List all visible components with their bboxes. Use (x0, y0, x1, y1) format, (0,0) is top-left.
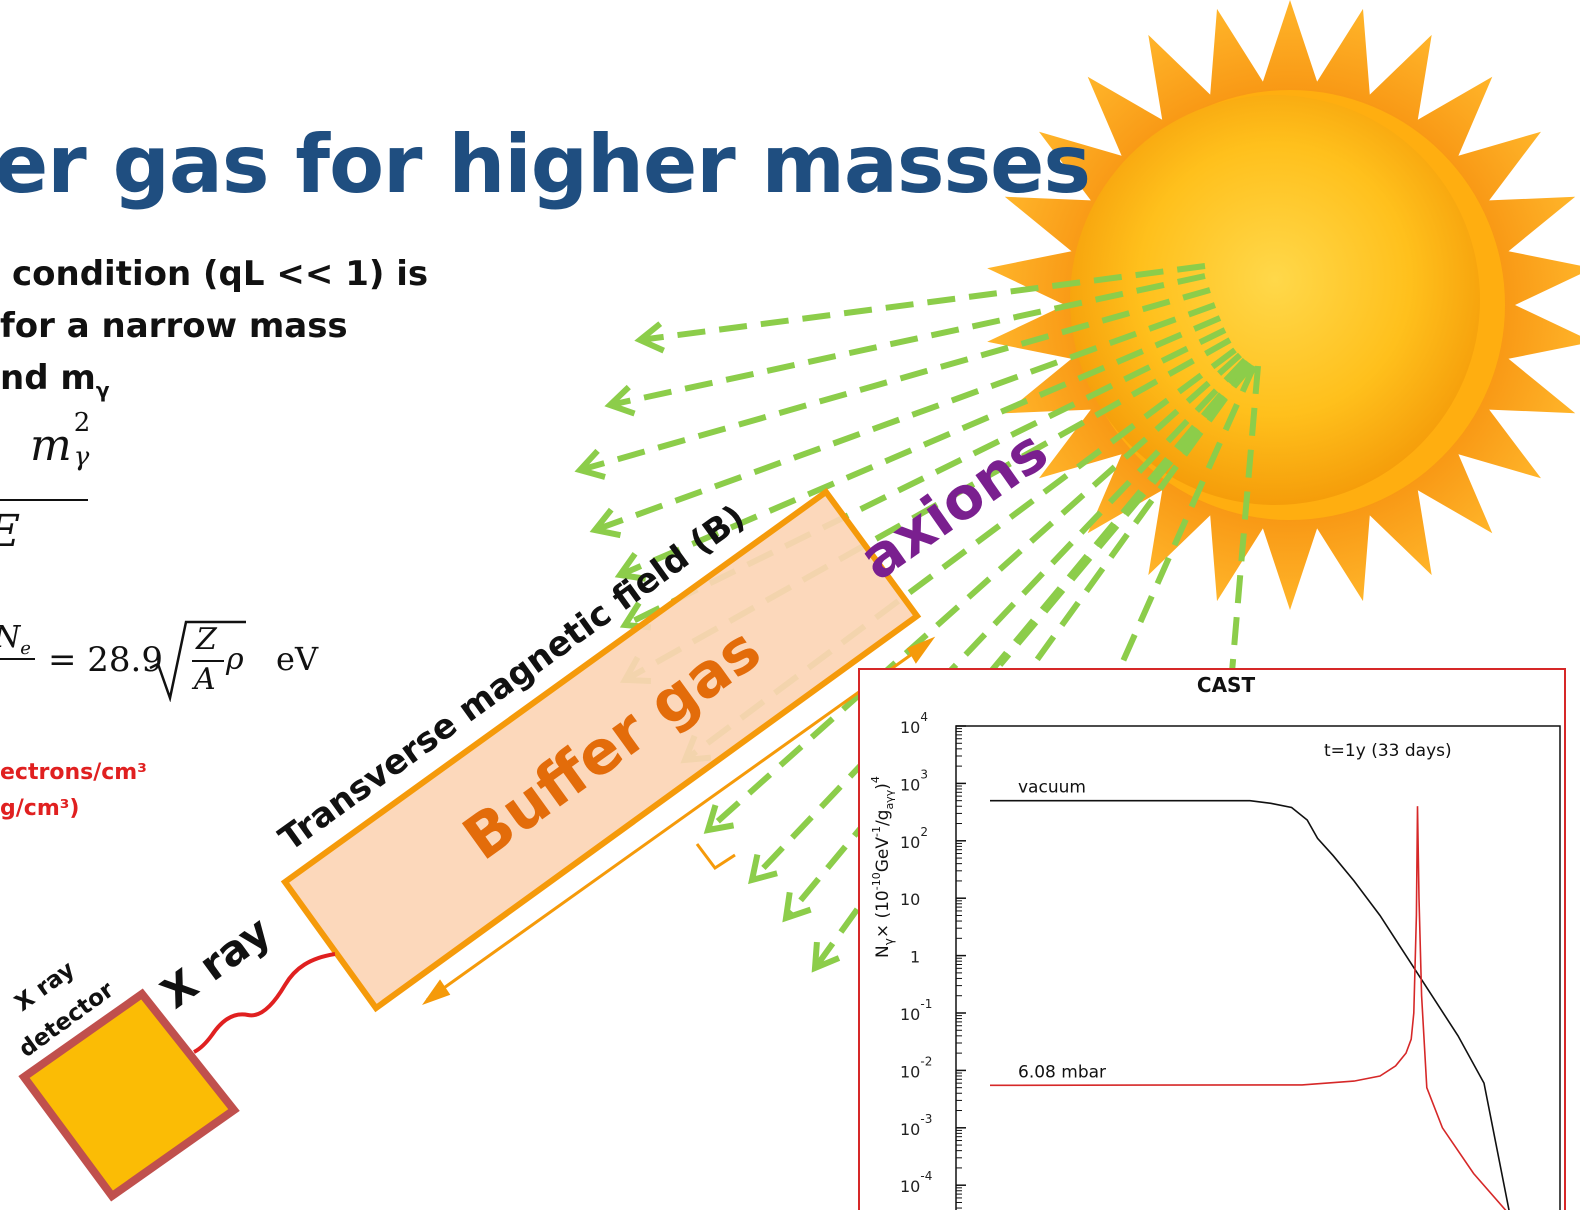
axion-arrowhead (634, 321, 665, 354)
axion-arrow (706, 352, 1242, 833)
bullet-line-3: nd mγ (0, 358, 109, 402)
formula-m: m (30, 420, 72, 471)
axion-arrowhead (748, 853, 778, 885)
sqrt-sign (149, 620, 246, 702)
formula-A: A (194, 662, 216, 697)
note-line-2: g/cm³) (0, 796, 80, 821)
axion-arrow (639, 263, 1206, 343)
xray-label: X ray (152, 907, 280, 1018)
formula-bar-left (0, 658, 35, 660)
y-tick-label: 10-4 (900, 1169, 932, 1196)
formula-rho: ρ (226, 642, 244, 677)
note-line-1: ectrons/cm³ (0, 760, 147, 785)
bullet-line-3-sub: γ (95, 377, 110, 402)
formula-m-sup: 2 (73, 408, 91, 438)
axion-arrowhead (703, 804, 735, 834)
series-label: 6.08 mbar (1018, 1062, 1106, 1082)
fraction-bar (0, 499, 88, 501)
formula-coefficient: = 28.9 (48, 640, 163, 680)
sun-icon (987, 0, 1580, 610)
length-arrow (422, 636, 936, 1006)
y-tick-label: 103 (900, 767, 928, 794)
axion-arrow (579, 287, 1211, 473)
axion-arrow (997, 363, 1255, 667)
axion-arrow (609, 273, 1206, 408)
xray-wave (193, 952, 336, 1054)
axion-arrowhead (782, 891, 812, 923)
axion-arrowhead (604, 384, 636, 417)
y-tick-label: 1 (910, 948, 920, 967)
y-tick-label: 10-3 (900, 1112, 932, 1139)
axion-arrow (749, 357, 1248, 883)
axion-arrow (623, 337, 1232, 683)
y-tick-label: 10-2 (900, 1054, 932, 1081)
axion-arrowhead (614, 552, 647, 582)
y-tick-label: 104 (900, 710, 928, 737)
formula-fraction: m 2 γ E (0, 408, 100, 570)
slide-title: er gas for higher masses (0, 118, 1091, 211)
series-label: vacuum (1018, 778, 1086, 798)
magnet-bore (280, 487, 922, 1013)
y-tick-label: 102 (900, 825, 928, 852)
bullet-line-3-text: nd m (0, 358, 96, 398)
formula-N: N (0, 620, 20, 655)
chart-axes (955, 725, 1561, 1210)
formula-N-sub: e (20, 638, 30, 659)
formula-Z: Z (196, 622, 217, 657)
formula-bar-right (192, 660, 224, 662)
formula-unit: eV (276, 640, 319, 678)
formula-plasma-mass: Ne = 28.9 Z A ρ eV (0, 618, 340, 702)
series-line-6-08-mbar (989, 806, 1507, 1210)
chart-annotation: t=1y (33 days) (1324, 741, 1452, 761)
chart-ylabel: Nγ× (10-10GeV-1/gaγγ)4 (869, 776, 896, 958)
axion-arrowhead (811, 941, 841, 973)
axion-arrow (618, 315, 1222, 578)
axion-arrow (593, 302, 1217, 533)
formula-m-sub: γ (73, 442, 90, 472)
axion-arrow (1117, 364, 1257, 670)
formula-E: E (0, 506, 20, 557)
y-tick-label: 10 (900, 890, 920, 909)
series-line-vacuum (990, 799, 1510, 1210)
axion-arrow (1229, 365, 1261, 673)
xray-detector (18, 988, 240, 1202)
chart-title: CAST (1197, 673, 1256, 697)
y-tick-label: 10-1 (900, 997, 932, 1024)
bullet-line-1: condition (qL << 1) is (12, 254, 429, 294)
bullet-line-2: for a narrow mass (0, 306, 348, 346)
axion-arrowhead (589, 507, 622, 539)
axion-arrowhead (574, 448, 606, 480)
